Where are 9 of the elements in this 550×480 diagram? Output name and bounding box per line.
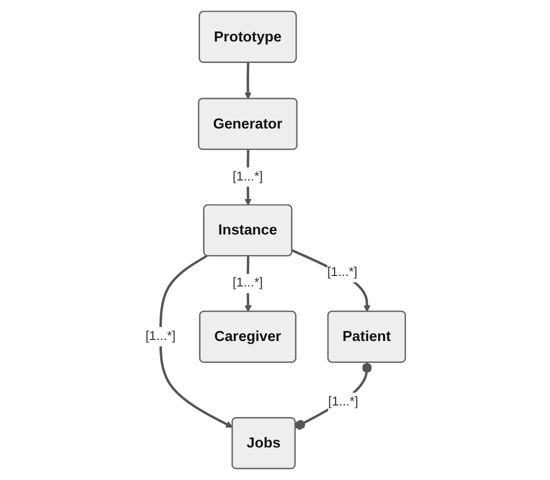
edge-label: [1...*] <box>232 276 262 290</box>
edge-label: [1...*] <box>232 170 262 184</box>
arrow <box>244 62 252 100</box>
arrow <box>158 254 232 428</box>
edge-label: [1...*] <box>326 265 357 280</box>
edge-label: [1...*] <box>328 395 358 409</box>
connector <box>294 362 372 430</box>
edge-label: [1...*] <box>145 329 176 344</box>
arrow <box>291 249 370 312</box>
